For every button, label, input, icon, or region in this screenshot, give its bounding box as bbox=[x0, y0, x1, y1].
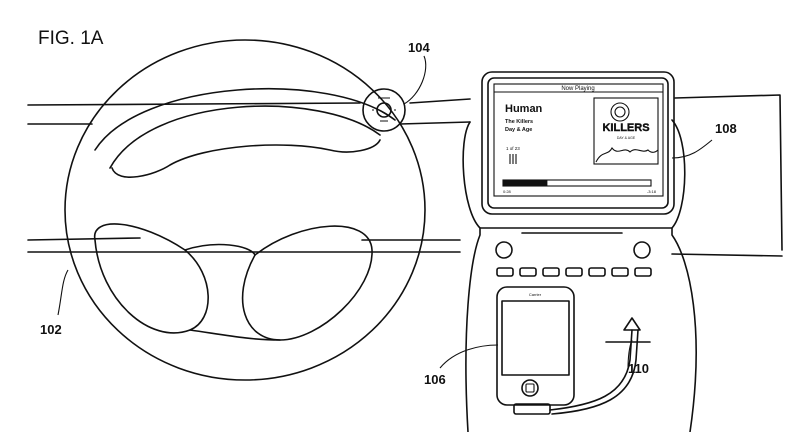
steering-wheel bbox=[64, 39, 426, 381]
label-102: 102 bbox=[40, 322, 62, 337]
screen-remaining: -3:18 bbox=[647, 189, 657, 194]
album-art: KILLERS DAY & AGE bbox=[593, 97, 659, 165]
label-104: 104 bbox=[408, 40, 430, 55]
progress-fill bbox=[503, 180, 548, 186]
album-art-subtitle: DAY & AGE bbox=[617, 136, 636, 140]
signal-bars-icon bbox=[509, 154, 517, 164]
media-player: Carrier bbox=[496, 286, 575, 415]
dock-connector bbox=[513, 403, 551, 415]
screen-artist: The Killers bbox=[505, 119, 533, 125]
wheel-control[interactable] bbox=[362, 88, 406, 132]
label-110: 110 bbox=[628, 361, 649, 376]
screen-header: Now Playing bbox=[561, 86, 594, 92]
center-console bbox=[462, 119, 697, 432]
screen-track-count: 1 of 23 bbox=[506, 146, 520, 151]
home-button-icon bbox=[521, 379, 539, 397]
dashboard bbox=[27, 94, 783, 257]
device-carrier: Carrier bbox=[529, 292, 542, 297]
cable bbox=[549, 317, 651, 415]
label-108: 108 bbox=[715, 121, 737, 136]
display-unit: Now Playing Human The Killers Day & Age … bbox=[481, 71, 675, 215]
screen-elapsed: 0:28 bbox=[503, 189, 512, 194]
screen-album: Day & Age bbox=[505, 127, 532, 133]
screen-song: Human bbox=[505, 103, 543, 115]
leader-lines bbox=[57, 55, 713, 371]
label-106: 106 bbox=[424, 372, 446, 387]
album-art-title: KILLERS bbox=[602, 122, 649, 134]
figure-title: FIG. 1A bbox=[38, 28, 104, 49]
